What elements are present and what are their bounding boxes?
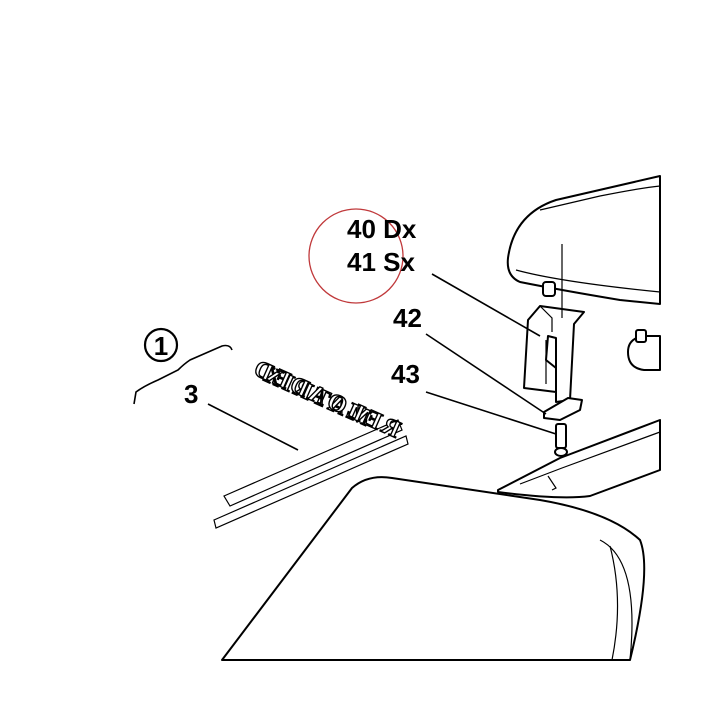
panel-knob [627,329,661,371]
leader-line-43 [425,391,557,435]
side-panel [497,419,661,499]
emblem-text-reloaded: RELOADED [247,355,404,444]
highlight-circle [308,208,404,304]
callout-43: 43 [391,359,420,389]
callout-3: 3 [184,379,198,409]
plate-42 [543,397,583,421]
group-number-1: 1 [154,331,168,361]
callout-40-dx: 40 Dx [347,214,417,244]
housing-stud [542,281,556,297]
body-panel [221,476,646,661]
leader-line-3 [207,403,299,451]
callout-42: 42 [393,303,422,333]
screw-43 [554,423,568,457]
bracket-40-41 [523,305,585,403]
tail-light-housing [506,175,661,305]
group-number-badge: 1 [143,327,179,363]
group-brace [133,344,233,405]
leader-line-40-41 [431,273,541,337]
callout-41-sx: 41 Sx [347,247,415,277]
leader-line-42 [425,333,547,415]
